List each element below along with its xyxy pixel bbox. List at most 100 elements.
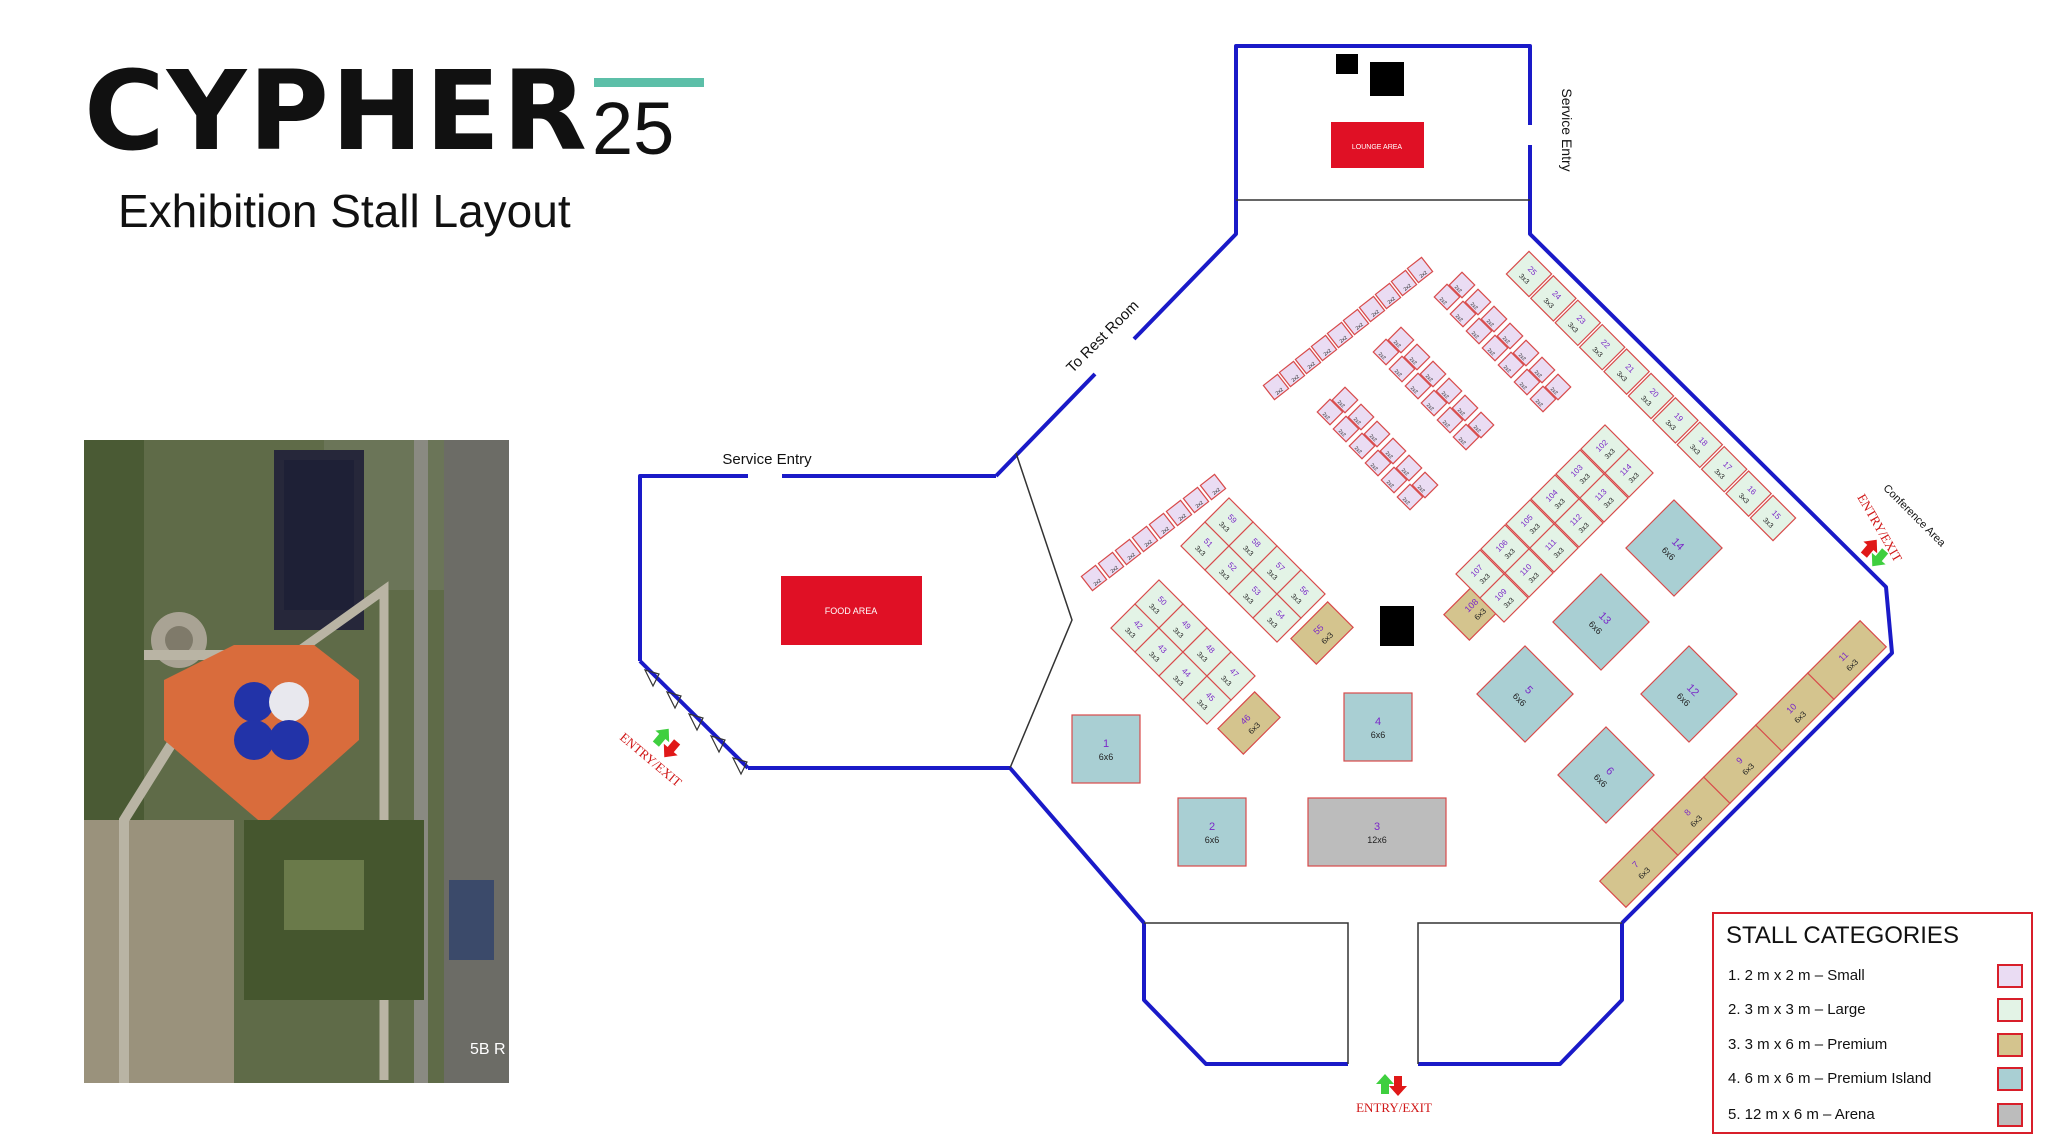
legend-item-large: 2. 3 m x 3 m – Large [1728,998,2023,1024]
stall-size: 2x2 [1369,462,1379,472]
wall-segment [1234,44,1532,200]
stall: 2x2 [1182,486,1210,514]
stall-box [1148,512,1176,540]
stall: 2x2 [1529,385,1557,413]
stall: 2x2 [1512,339,1540,367]
stall: 2x2 [1480,305,1508,333]
pillar [1370,62,1404,96]
wall-segment [638,659,750,770]
stall-size: 2x2 [1093,578,1103,588]
brand-logo: CYPHER 25 Exhibition Stall Layout [84,47,724,237]
stall-box [1505,250,1553,298]
direction-arrow-icon [1860,539,1878,558]
stall: 2x2 [1363,420,1391,448]
stall-box [1316,398,1344,426]
stall-categories-legend: STALL CATEGORIES 1. 2 m x 2 m – Small 2.… [1712,912,2033,1134]
stall-size: 2x2 [1401,496,1411,506]
stall-box [1182,486,1210,514]
stall-box [1476,645,1574,743]
stall-box [1419,360,1447,388]
stall-size: 2x2 [1144,539,1154,549]
stall: 2x2 [1380,466,1408,494]
brand-number: 25 [592,87,675,170]
stall-box [1326,321,1354,349]
stall-size: 2x2 [1387,296,1397,306]
stall-box [1512,339,1540,367]
stall: 2x2 [1513,368,1541,396]
stall-size: 2x2 [1534,398,1544,408]
hall-walls [638,44,1894,1066]
legend-item-arena: 5. 12 m x 6 m – Arena [1728,1103,2023,1129]
stall-number: 7 [1630,859,1641,870]
stall-box [1554,299,1602,347]
stall-size: 2x2 [1355,322,1365,332]
stall: 2x2 [1372,338,1400,366]
stall-box [1388,355,1416,383]
stall-box [1604,448,1654,498]
stall: 2x2 [1388,355,1416,383]
legend-item-premium-island: 4. 6 m x 6 m – Premium Island [1728,1067,2023,1093]
stall-box [1480,305,1508,333]
wall-segment [994,372,1097,478]
satellite-map-drawing: 5B R [84,440,509,1083]
stall-box [1725,470,1773,518]
stall-box [1435,377,1463,405]
stall-size: 6x6 [1205,835,1220,845]
stall-size: 2x2 [1392,339,1402,349]
brand-name: CYPHER [84,47,589,175]
stall: 2x2 [1199,473,1227,501]
stall-box [1557,726,1655,824]
legend-swatch-small [1997,964,2023,988]
legend-swatch-premium [1997,1033,2023,1057]
stall-box [1262,373,1290,401]
stall: 2x2 [1131,525,1159,553]
stall: 2x2 [1451,394,1479,422]
stall: 2x2 [1420,389,1448,417]
stall-box [1206,651,1256,701]
stall-size: 2x2 [1377,351,1387,361]
stall-size: 2x2 [1419,270,1429,280]
stall: 2x2 [1544,373,1572,401]
stall-box [1578,323,1626,371]
stall: 2x2 [1528,356,1556,384]
legend-swatch-large [1997,998,2023,1022]
stall-size: 2x2 [1517,352,1527,362]
stall: 2x2 [1364,449,1392,477]
stall-size: 2x2 [1472,424,1482,434]
stall: 2x2 [1294,347,1322,375]
stall-size: 2x2 [1275,387,1285,397]
stall-box [1449,300,1477,328]
stall: 2x2 [1080,564,1108,592]
stall-box [1433,283,1461,311]
stall: 2x2 [1404,372,1432,400]
stall: 2x2 [1467,411,1495,439]
stall-size: 2x2 [1441,419,1451,429]
stall-size: 2x2 [1212,487,1222,497]
legend-label: 3. 3 m x 6 m – Premium [1728,1036,1888,1053]
stall-size: 2x2 [1393,368,1403,378]
stall-number: 8 [1682,807,1693,818]
stall-box [1097,551,1125,579]
stall-box [1625,499,1723,597]
stall-box [1278,360,1306,388]
road-label: 5B R [470,1041,506,1058]
stall: 2x2 [1310,334,1338,362]
stall-box [1448,271,1476,299]
legend-title: STALL CATEGORIES [1726,922,1959,949]
stall-box [1372,338,1400,366]
stall: 2x2 [1165,499,1193,527]
stall: 2x2 [1331,386,1359,414]
stall: 2x2 [1464,288,1492,316]
